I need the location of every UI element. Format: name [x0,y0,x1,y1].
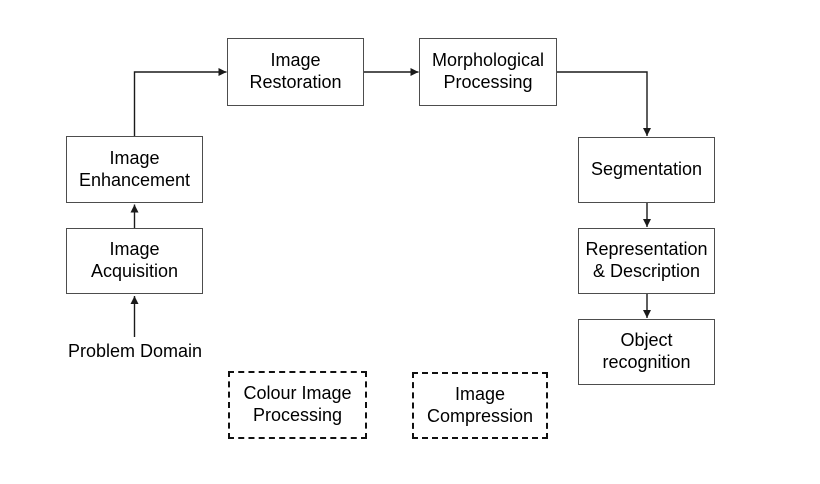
node-representation-description: Representation & Description [578,228,715,294]
node-image-enhancement: Image Enhancement [66,136,203,203]
node-image-acquisition: Image Acquisition [66,228,203,294]
node-image-compression: Image Compression [412,372,548,439]
node-colour-image-processing: Colour Image Processing [228,371,367,439]
arrow-image-enhancement-to-image-restoration [133,68,227,136]
problem-domain-label: Problem Domain [67,341,203,361]
node-image-restoration: Image Restoration [227,38,364,106]
node-segmentation: Segmentation [578,137,715,203]
node-object-recognition: Object recognition [578,319,715,385]
arrow-morphological-processing-to-segmentation [557,71,651,136]
node-morphological-processing: Morphological Processing [419,38,557,106]
